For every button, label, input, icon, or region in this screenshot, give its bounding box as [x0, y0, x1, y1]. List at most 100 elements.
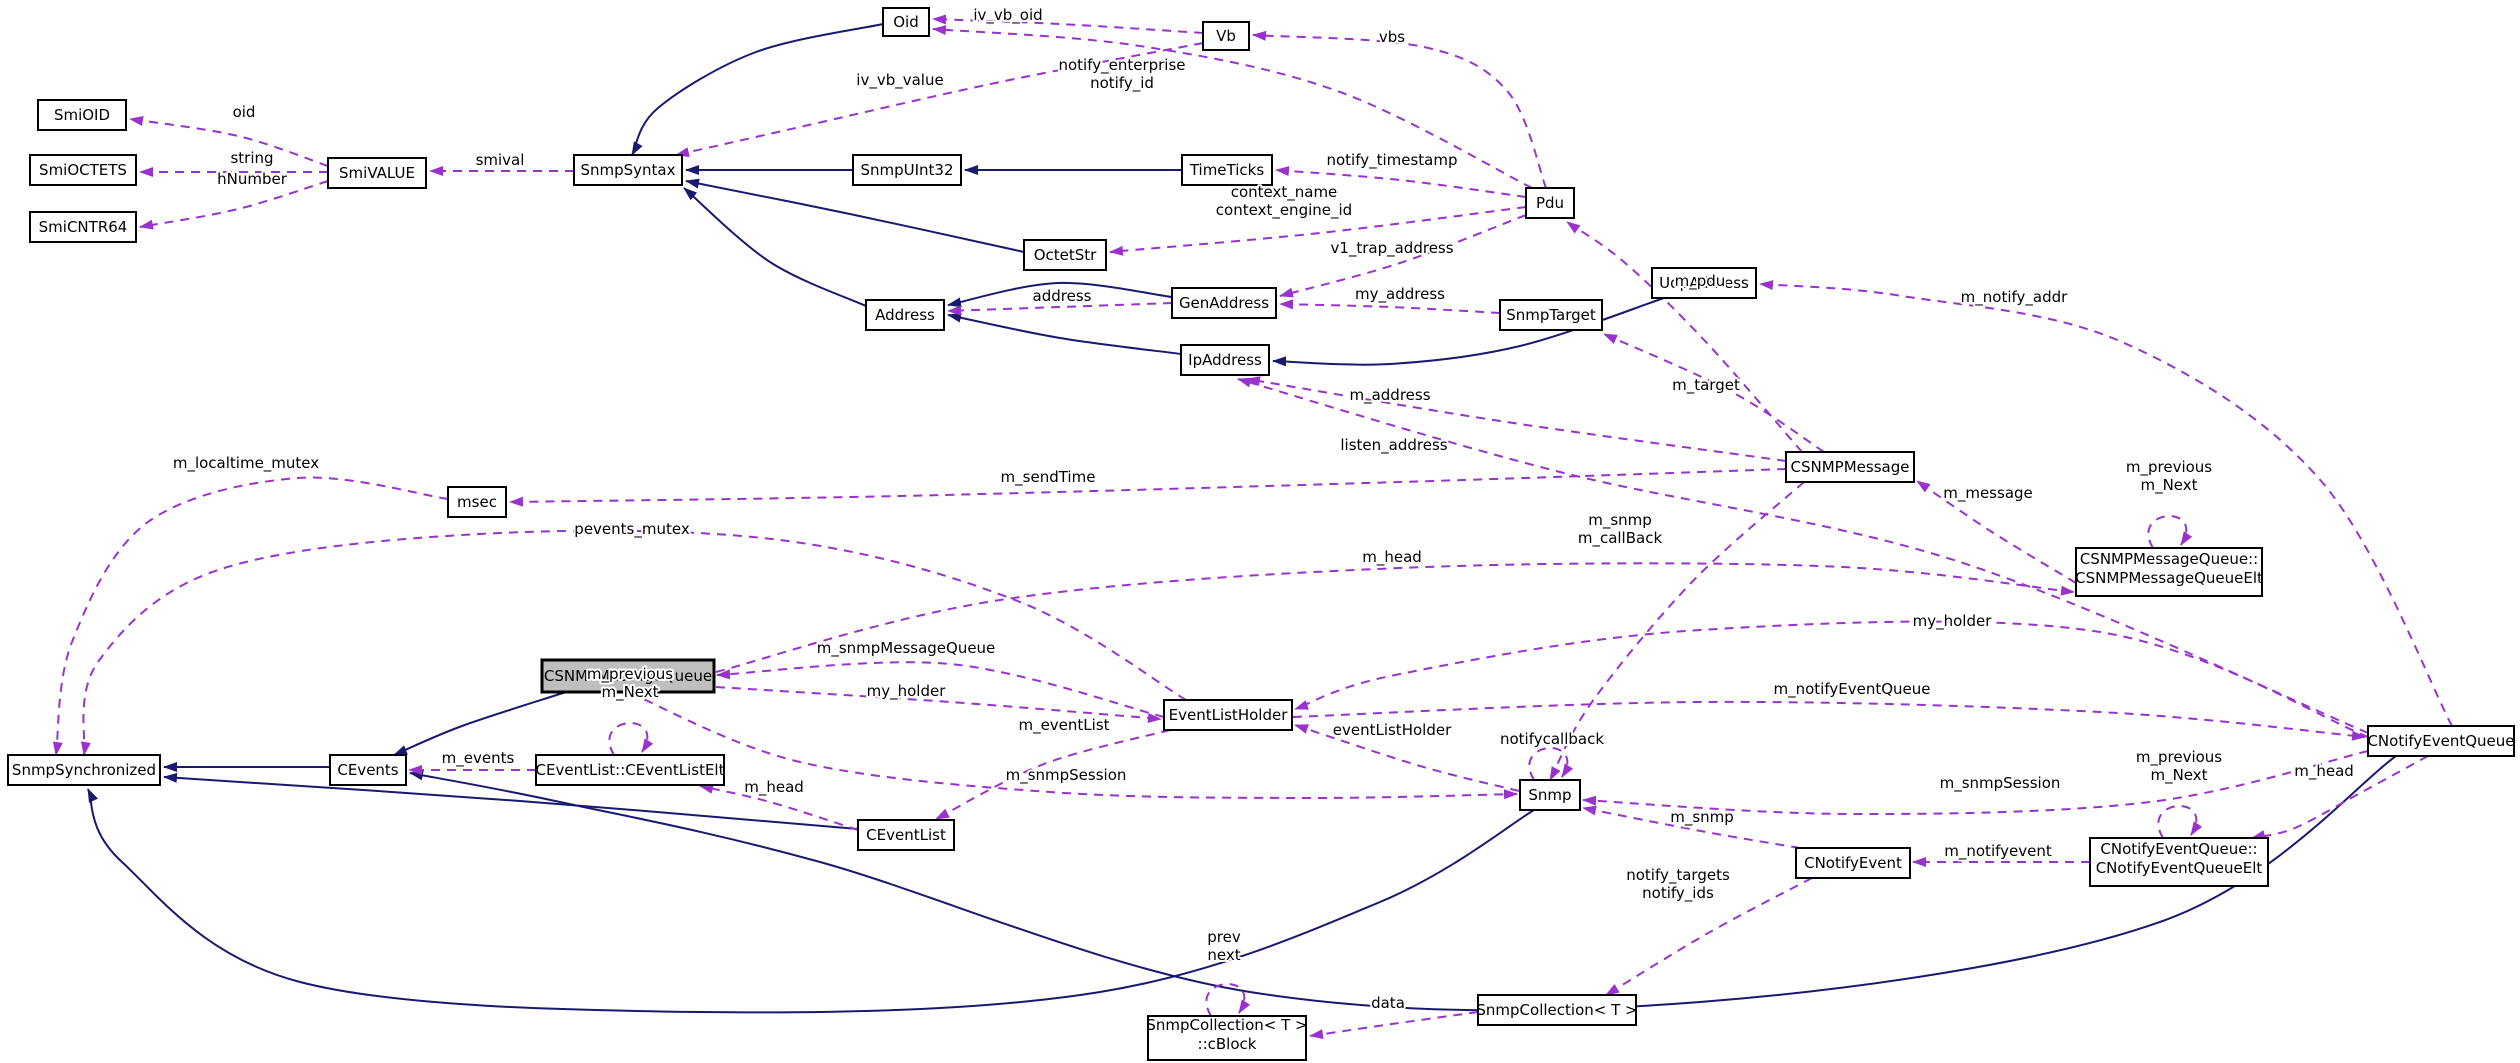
class-node-snmpsynchronized[interactable]: SnmpSynchronized [7, 754, 161, 786]
edge-ipaddress-address [947, 312, 1182, 355]
edge-label-smivalue-smioctets: string [230, 149, 273, 167]
class-node-notifyqueueelt[interactable]: CNotifyEventQueue::CNotifyEventQueueElt [2089, 837, 2269, 887]
class-node-box-oid[interactable] [882, 7, 930, 37]
class-node-cblock[interactable]: SnmpCollection< T >::cBlock [1146, 1015, 1308, 1061]
edge-ceventlistelt-ceventlistelt-self [608, 722, 654, 756]
edge-csnmpmessage-msec [509, 468, 1787, 507]
class-node-box-smioid[interactable] [37, 99, 127, 131]
class-node-ceventlist[interactable]: CEventList [857, 819, 955, 851]
class-node-msgqueueelt[interactable]: CSNMPMessageQueue::CSNMPMessageQueueElt [2075, 547, 2263, 597]
class-node-box-snmpsynchronized[interactable] [7, 754, 161, 786]
class-node-smioid[interactable]: SmiOID [37, 99, 127, 131]
class-node-box-notifyqueueelt[interactable] [2089, 837, 2269, 887]
edge-csnmpmessage-pdu [1566, 221, 1803, 453]
edge-msgqueueelt-csnmpmessage [1916, 480, 2077, 584]
class-node-snmpcollection[interactable]: SnmpCollection< T > [1476, 994, 1638, 1026]
class-node-label-snmpuint32: SnmpUInt32 [860, 161, 953, 179]
class-node-label-timeticks: TimeTicks [1189, 161, 1265, 179]
edge-label-csnmpmessage-pdu: m_pdu [1675, 272, 1726, 291]
class-node-box-cnotifyeventqueue[interactable] [2367, 725, 2515, 757]
class-node-box-smivalue[interactable] [327, 157, 427, 189]
edge-vb-oid [932, 14, 1204, 34]
class-node-smioctets[interactable]: SmiOCTETS [29, 154, 137, 186]
class-node-box-cblock[interactable] [1147, 1015, 1307, 1061]
class-node-snmpuint32[interactable]: SnmpUInt32 [852, 154, 962, 186]
class-node-oid[interactable]: Oid [882, 7, 930, 37]
class-node-box-ipaddress[interactable] [1180, 344, 1270, 376]
edge-csnmpmessage-ipaddress [1246, 376, 1787, 462]
edge-label-snmp-snmp: notifycallback [1500, 730, 1604, 748]
edge-label-vb-oid: iv_vb_oid [973, 6, 1042, 25]
class-node-box-csnmpmessagequeue[interactable] [540, 658, 716, 694]
class-node-box-cnotifyevent[interactable] [1795, 847, 1911, 879]
class-node-box-address[interactable] [865, 299, 945, 331]
class-node-cnotifyeventqueue[interactable]: CNotifyEventQueue [2367, 725, 2515, 757]
class-node-box-ceventlistelt[interactable] [535, 754, 725, 786]
nodes-layer: SmiOID SmiOCTETS SmiCNTR64 SmiVALUE SnmpSynt… [7, 7, 2515, 1061]
edge-pdu-genaddress [1279, 214, 1527, 298]
class-node-box-genaddress[interactable] [1171, 287, 1277, 319]
class-node-box-vb[interactable] [1202, 21, 1250, 51]
class-node-eventlistholder[interactable]: EventListHolder [1163, 699, 1293, 731]
edge-genaddress-address [947, 302, 1173, 316]
edge-label-pdu-genaddress: v1_trap_address [1330, 239, 1453, 258]
edge-eventlistholder-snmpsynchronized [80, 529, 1187, 756]
edge-label-snmpcollection-cblock: data [1371, 994, 1405, 1012]
class-node-smicntr64[interactable]: SmiCNTR64 [29, 211, 137, 243]
class-node-box-ceventlist[interactable] [857, 819, 955, 851]
class-node-timeticks[interactable]: TimeTicks [1181, 154, 1273, 186]
class-node-address[interactable]: Address [865, 299, 945, 331]
class-node-box-smicntr64[interactable] [29, 211, 137, 243]
edge-label-eventlistholder-cnotifyeventqueue: m_notifyEventQueue [1774, 680, 1931, 699]
class-node-genaddress[interactable]: GenAddress [1171, 287, 1277, 319]
class-node-csnmpmessage[interactable]: CSNMPMessage [1785, 451, 1915, 483]
edge-cnotifyeventqueue-cevents [409, 755, 2397, 1012]
class-node-msec[interactable]: msec [447, 486, 507, 518]
class-node-box-snmpcollection[interactable] [1477, 994, 1637, 1026]
edge-smivalue-smicntr64 [139, 180, 329, 230]
class-node-box-eventlistholder[interactable] [1163, 699, 1293, 731]
class-node-box-cevents[interactable] [329, 754, 407, 786]
class-node-box-pdu[interactable] [1525, 187, 1575, 219]
class-node-box-msgqueueelt[interactable] [2075, 547, 2263, 597]
class-node-snmptarget[interactable]: SnmpTarget [1499, 299, 1603, 331]
class-node-box-snmpsyntax[interactable] [573, 154, 683, 186]
class-node-box-csnmpmessage[interactable] [1785, 451, 1915, 483]
class-node-csnmpmessagequeue[interactable]: CSNMPMessageQueue [540, 658, 716, 694]
class-node-vb[interactable]: Vb [1202, 21, 1250, 51]
class-node-box-udpaddress[interactable] [1651, 267, 1757, 299]
class-node-box-octetstr[interactable] [1023, 239, 1107, 271]
class-node-box-snmpuint32[interactable] [852, 154, 962, 186]
edge-cnotifyevent-snmp [1582, 805, 1801, 849]
class-node-label-genaddress: GenAddress [1179, 294, 1269, 312]
class-node-udpaddress[interactable]: UdpAddress [1651, 267, 1757, 299]
edge-pdu-octetstr [1109, 206, 1527, 256]
edge-cnotifyeventqueue-udpaddress [1759, 280, 2453, 727]
class-node-snmp[interactable]: Snmp [1519, 779, 1581, 811]
class-node-box-timeticks[interactable] [1181, 154, 1273, 186]
edge-pdu-vb [1252, 30, 1547, 189]
edge-label-eventlistholder-ceventlist: m_eventList [1018, 716, 1109, 735]
class-node-ceventlistelt[interactable]: CEventList::CEventListElt [535, 754, 725, 786]
edge-label-notifyqueueelt-cnotifyevent: m_notifyevent [1944, 842, 2052, 861]
class-node-snmpsyntax[interactable]: SnmpSyntax [573, 154, 683, 186]
class-node-box-snmp[interactable] [1519, 779, 1581, 811]
class-node-cevents[interactable]: CEvents [329, 754, 407, 786]
class-node-pdu[interactable]: Pdu [1525, 187, 1575, 219]
edge-label-snmp-eventlistholder: eventListHolder [1333, 721, 1452, 739]
class-node-label-ceventlistelt: CEventList::CEventListElt [536, 761, 725, 779]
edge-label-genaddress-address: address [1033, 287, 1092, 305]
edge-snmptarget-genaddress [1279, 299, 1501, 314]
class-node-cnotifyevent[interactable]: CNotifyEvent [1795, 847, 1911, 879]
class-node-box-snmptarget[interactable] [1499, 299, 1603, 331]
class-node-label-smioid: SmiOID [54, 106, 110, 124]
class-node-box-smioctets[interactable] [29, 154, 137, 186]
class-node-octetstr[interactable]: OctetStr [1023, 239, 1107, 271]
edge-genaddress-address [947, 281, 1173, 308]
class-node-box-msec[interactable] [447, 486, 507, 518]
class-node-ipaddress[interactable]: IpAddress [1180, 344, 1270, 376]
class-node-smivalue[interactable]: SmiVALUE [327, 157, 427, 189]
